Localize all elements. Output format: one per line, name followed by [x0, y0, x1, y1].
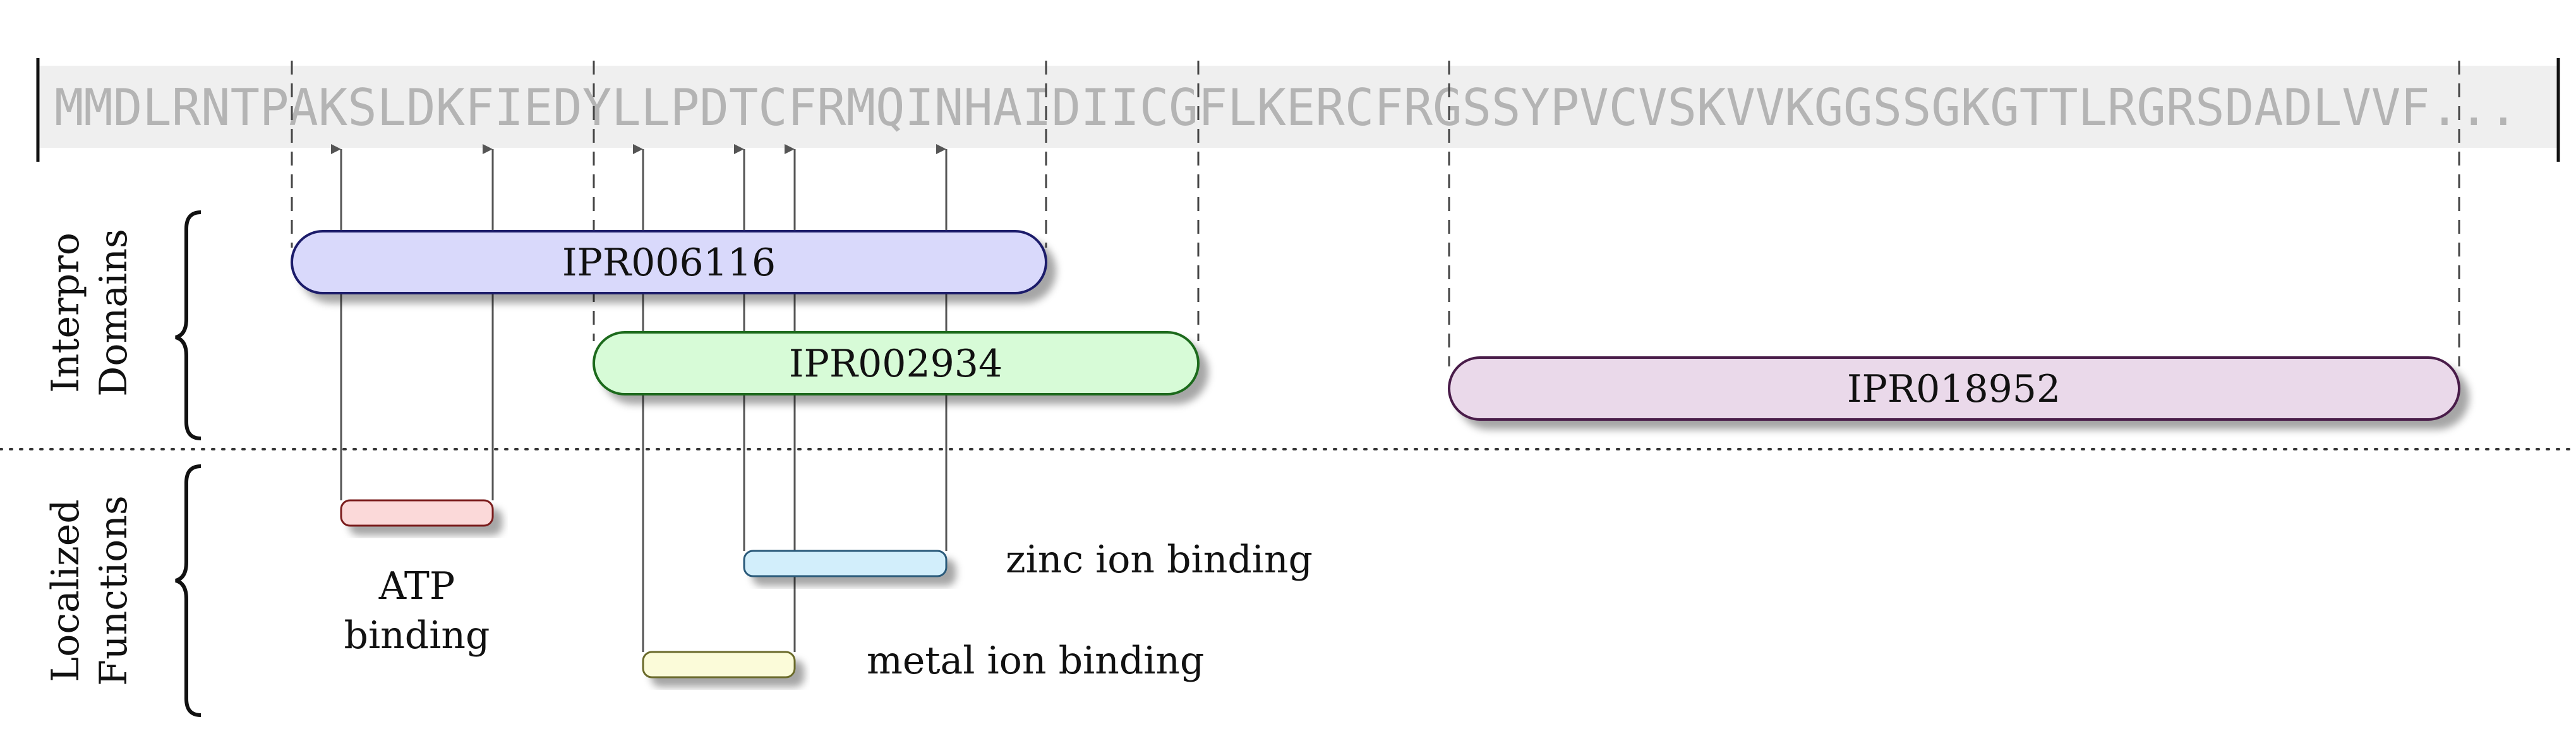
function-zinc-ion-binding: zinc ion binding [743, 538, 1313, 582]
function-label: metal ion binding [867, 639, 1204, 683]
domain-box [291, 230, 1047, 294]
functions-label-line1: Localized [44, 499, 88, 682]
sequence-background [38, 66, 2558, 148]
function-label: zinc ion binding [1006, 538, 1313, 582]
functions-label-line2: Functions [92, 495, 136, 685]
domain-box [593, 331, 1200, 395]
function-label-line1: ATP [378, 564, 455, 608]
domain-IPR018952: IPR018952 [1448, 356, 2460, 421]
domains-label-line2: Domains [92, 229, 136, 397]
domain-IPR002934: IPR002934 [593, 331, 1200, 395]
function-label-line2: binding [344, 613, 490, 658]
function-metal-ion-binding: metal ion binding [642, 639, 1204, 683]
function-atp-binding: ATP binding [340, 499, 494, 658]
domains-brace [175, 210, 202, 440]
functions-brace [175, 464, 202, 717]
domain-label: IPR002934 [789, 342, 1002, 386]
domain-IPR006116: IPR006116 [291, 230, 1047, 294]
sequence-band: MMDLRNTPAKSLDKFIEDYLLPDTCFRMQINHAIDIICGF… [36, 58, 2560, 162]
domain-box [1448, 356, 2460, 421]
domain-label: IPR006116 [562, 241, 776, 285]
domain-label: IPR018952 [1847, 367, 2061, 411]
section-braces [175, 210, 202, 717]
sequence-text: MMDLRNTPAKSLDKFIEDYLLPDTCFRMQINHAIDIICGF… [54, 78, 2518, 137]
domains-label-line1: Interpro [44, 232, 88, 393]
function-bar [642, 651, 796, 679]
function-bar [340, 499, 494, 527]
function-bar [743, 550, 948, 577]
